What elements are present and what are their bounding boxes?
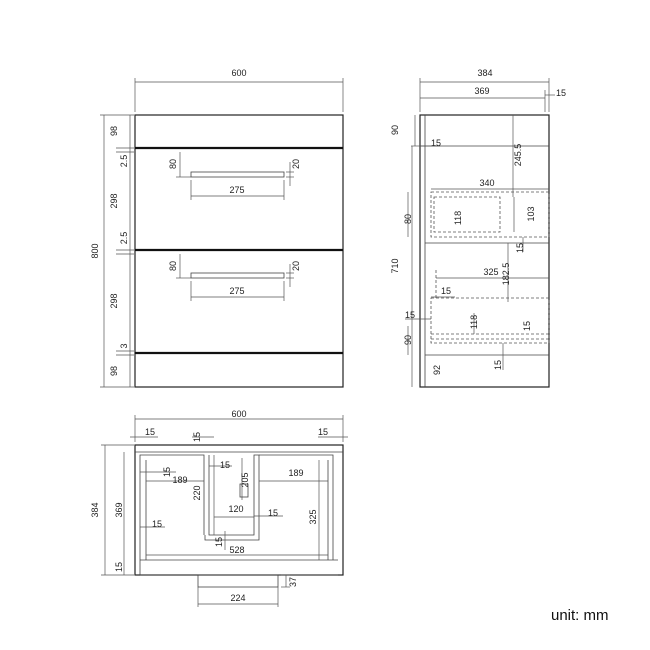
segment-label: 2.5 bbox=[119, 232, 129, 245]
plan-inner-depth-label: 369 bbox=[114, 502, 124, 517]
plan-left-width-label: 189 bbox=[172, 475, 187, 485]
side-inner-depth-label: 369 bbox=[474, 86, 489, 96]
handle-depth-label: 20 bbox=[291, 261, 301, 271]
side-height-label: 710 bbox=[390, 258, 400, 273]
side-lower-box-label: 118 bbox=[469, 315, 479, 329]
front-view: 600 800 98 2.5 298 2.5 298 3 98 80 20 27… bbox=[90, 68, 344, 388]
side-lower-front-label: 90 bbox=[403, 335, 413, 345]
plan-left-panel-label: 15 bbox=[145, 427, 155, 437]
plan-plinth-depth-label: 37 bbox=[288, 577, 298, 587]
segment-label: 298 bbox=[109, 193, 119, 208]
plan-notch-panel-label: 15 bbox=[220, 460, 230, 470]
plan-divider-label: 15 bbox=[192, 432, 202, 442]
side-lower-inner-label: 15 bbox=[522, 321, 532, 331]
front-height-label: 800 bbox=[90, 243, 100, 258]
plan-left-compartment bbox=[139, 454, 205, 575]
segment-label: 98 bbox=[109, 126, 119, 136]
side-back-label: 15 bbox=[556, 88, 566, 98]
side-top-label: 90 bbox=[390, 125, 400, 135]
plan-notch-depth-label: 220 bbox=[192, 485, 202, 500]
drawer-handle bbox=[190, 171, 285, 178]
side-lower-side-label: 15 bbox=[405, 310, 415, 320]
side-bottom-panel-label: 15 bbox=[493, 360, 503, 370]
plan-notch-height-label: 205 bbox=[240, 472, 250, 487]
plan-notch-side-label: 15 bbox=[268, 508, 278, 518]
drawer-handle bbox=[190, 272, 285, 279]
handle-length-label: 275 bbox=[229, 286, 244, 296]
plan-right-compartment bbox=[259, 454, 334, 560]
side-lower-offset-label: 182.5 bbox=[501, 263, 511, 286]
side-upper-front-label: 80 bbox=[403, 214, 413, 224]
plan-plinth bbox=[197, 574, 279, 588]
handle-depth-label: 20 bbox=[291, 159, 301, 169]
side-depth-label: 384 bbox=[477, 68, 492, 78]
side-view: 384 369 15 90 710 80 90 92 15 245.5 340 … bbox=[390, 68, 566, 388]
plan-notch-width-label: 120 bbox=[228, 504, 243, 514]
lower-drawer-box bbox=[430, 297, 550, 344]
side-upper-drawer-label: 340 bbox=[479, 178, 494, 188]
unit-label: unit: mm bbox=[551, 607, 609, 624]
side-mid-panel-label: 15 bbox=[515, 243, 525, 253]
plan-depth-label: 384 bbox=[90, 502, 100, 517]
plan-notch bbox=[204, 454, 260, 541]
segment-label: 98 bbox=[109, 366, 119, 376]
front-width-label: 600 bbox=[231, 68, 246, 78]
upper-drawer-inner bbox=[433, 196, 501, 233]
plan-view: 600 15 15 15 384 369 15 15 189 220 15 20… bbox=[90, 409, 348, 607]
segment-label: 298 bbox=[109, 293, 119, 308]
handle-gap-label: 80 bbox=[168, 159, 178, 169]
plan-inner-width-label: 528 bbox=[229, 545, 244, 555]
handle-gap-label: 80 bbox=[168, 261, 178, 271]
plan-left-inner-label: 15 bbox=[152, 519, 162, 529]
side-lower-drawer-label: 325 bbox=[483, 267, 498, 277]
segment-label: 2.5 bbox=[119, 155, 129, 168]
plan-right-panel-label: 15 bbox=[318, 427, 328, 437]
handle-length-label: 275 bbox=[229, 185, 244, 195]
side-upper-offset-label: 245.5 bbox=[513, 144, 523, 167]
plan-back-panel-label: 15 bbox=[114, 562, 124, 572]
plan-plinth-width-label: 224 bbox=[230, 593, 245, 603]
plan-left-shelf-label: 15 bbox=[162, 467, 172, 477]
side-upper-inner-label: 103 bbox=[526, 206, 536, 221]
upper-drawer-box bbox=[430, 191, 550, 238]
cabinet-side-outline bbox=[419, 114, 550, 388]
side-upper-box-label: 118 bbox=[453, 211, 463, 225]
side-lower-panel-label: 15 bbox=[441, 286, 451, 296]
plan-width-label: 600 bbox=[231, 409, 246, 419]
plan-right-depth-label: 325 bbox=[308, 509, 318, 524]
segment-label: 3 bbox=[119, 343, 129, 348]
plan-bottom-left-label: 15 bbox=[214, 537, 224, 547]
side-plinth-label: 92 bbox=[432, 365, 442, 375]
plan-right-width-label: 189 bbox=[288, 468, 303, 478]
plan-notch-marker bbox=[239, 483, 249, 498]
side-top-panel-label: 15 bbox=[431, 138, 441, 148]
